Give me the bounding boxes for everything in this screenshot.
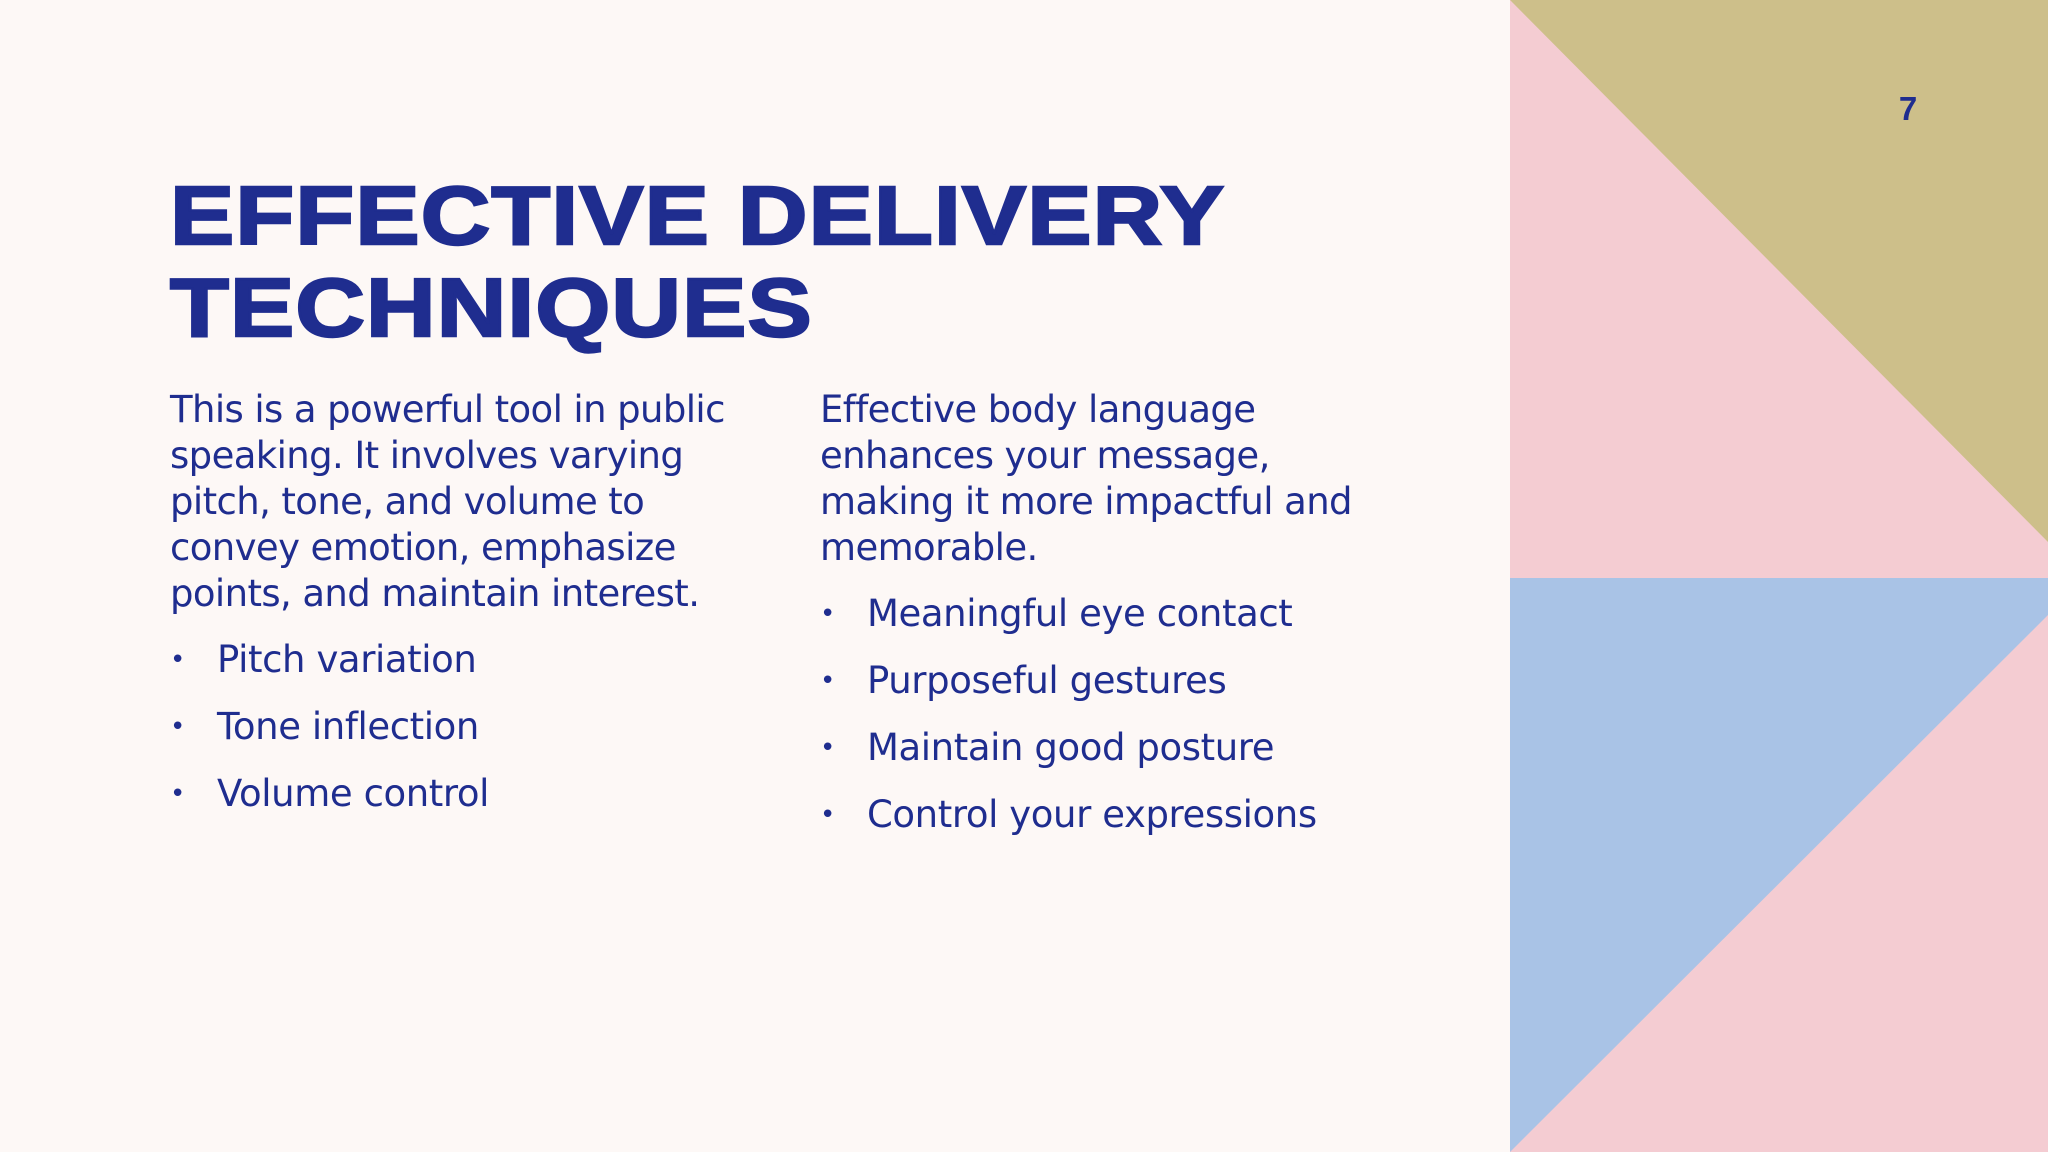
bullet-icon: • <box>170 779 185 809</box>
list-item: • Purposeful gestures <box>820 656 1380 706</box>
bullet-text: Tone inflection <box>217 705 479 748</box>
bullet-icon: • <box>820 733 835 763</box>
right-bullet-list: • Meaningful eye contact • Purposeful gest… <box>820 589 1380 840</box>
list-item: • Maintain good posture <box>820 723 1380 773</box>
list-item: • Control your expressions <box>820 790 1380 840</box>
bullet-text: Maintain good posture <box>867 726 1275 769</box>
list-item: • Tone inflection <box>170 702 730 752</box>
left-intro-text: This is a powerful tool in public speaki… <box>170 388 725 615</box>
bullet-text: Pitch variation <box>217 638 477 681</box>
list-item: • Volume control <box>170 769 730 819</box>
bullet-icon: • <box>820 599 835 629</box>
pink-bottom-triangle <box>1510 615 2048 1152</box>
page-number: 7 <box>1898 90 1918 127</box>
bullet-icon: • <box>170 645 185 675</box>
bullet-icon: • <box>820 800 835 830</box>
slide-title: Effective Delivery Techniques <box>169 168 1224 354</box>
bullet-text: Volume control <box>217 772 490 815</box>
left-bullet-list: • Pitch variation • Tone inflection • Volum… <box>170 635 730 819</box>
bullet-icon: • <box>170 712 185 742</box>
decorative-geometric-panel <box>1510 0 2048 1152</box>
bullet-text: Purposeful gestures <box>867 659 1227 702</box>
bullet-text: Meaningful eye contact <box>867 592 1293 635</box>
left-column: This is a powerful tool in public speaki… <box>170 387 730 836</box>
list-item: • Meaningful eye contact <box>820 589 1380 639</box>
right-column: Effective body language enhances your me… <box>820 387 1380 857</box>
right-intro-text: Effective body language enhances your me… <box>820 388 1353 569</box>
bullet-icon: • <box>820 666 835 696</box>
list-item: • Pitch variation <box>170 635 730 685</box>
olive-triangle <box>1510 0 2048 542</box>
bullet-text: Control your expressions <box>867 793 1317 836</box>
